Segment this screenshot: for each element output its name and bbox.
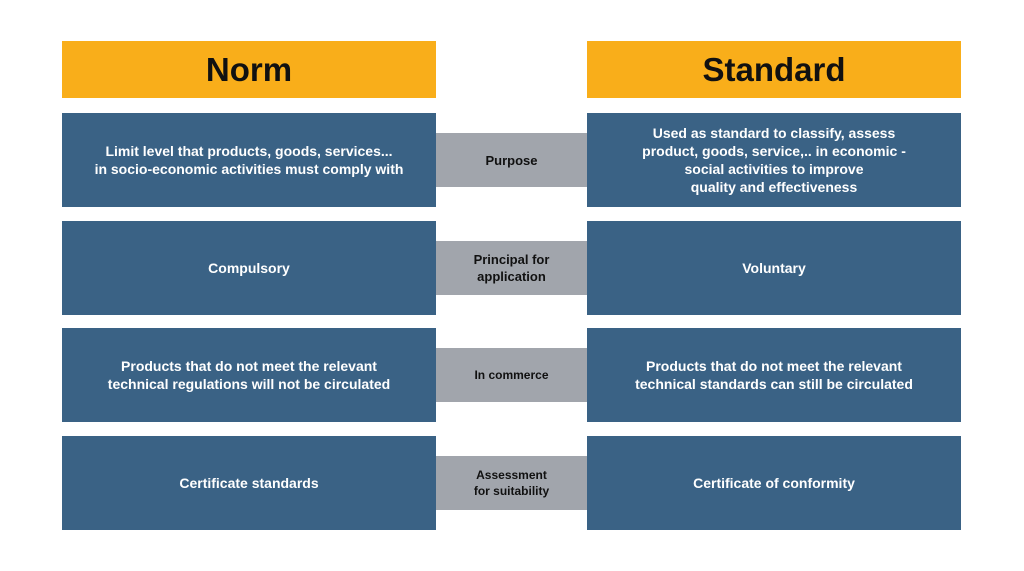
comparison-row-assessment: Certificate standards Assessment for sui… bbox=[0, 436, 1024, 530]
norm-cell-commerce: Products that do not meet the relevant t… bbox=[62, 328, 436, 422]
criterion-commerce: In commerce bbox=[436, 348, 587, 402]
standard-cell-purpose: Used as standard to classify, assess pro… bbox=[587, 113, 961, 207]
standard-cell-principle: Voluntary bbox=[587, 221, 961, 315]
norm-cell-principle: Compulsory bbox=[62, 221, 436, 315]
comparison-row-purpose: Limit level that products, goods, servic… bbox=[0, 113, 1024, 207]
comparison-row-principle: Compulsory Principal for application Vol… bbox=[0, 221, 1024, 315]
standard-header: Standard bbox=[587, 41, 961, 98]
comparison-row-commerce: Products that do not meet the relevant t… bbox=[0, 328, 1024, 422]
norm-cell-assessment: Certificate standards bbox=[62, 436, 436, 530]
norm-header: Norm bbox=[62, 41, 436, 98]
standard-cell-commerce: Products that do not meet the relevant t… bbox=[587, 328, 961, 422]
norm-cell-purpose: Limit level that products, goods, servic… bbox=[62, 113, 436, 207]
criterion-assessment: Assessment for suitability bbox=[436, 456, 587, 510]
standard-cell-assessment: Certificate of conformity bbox=[587, 436, 961, 530]
criterion-principle: Principal for application bbox=[436, 241, 587, 295]
criterion-purpose: Purpose bbox=[436, 133, 587, 187]
